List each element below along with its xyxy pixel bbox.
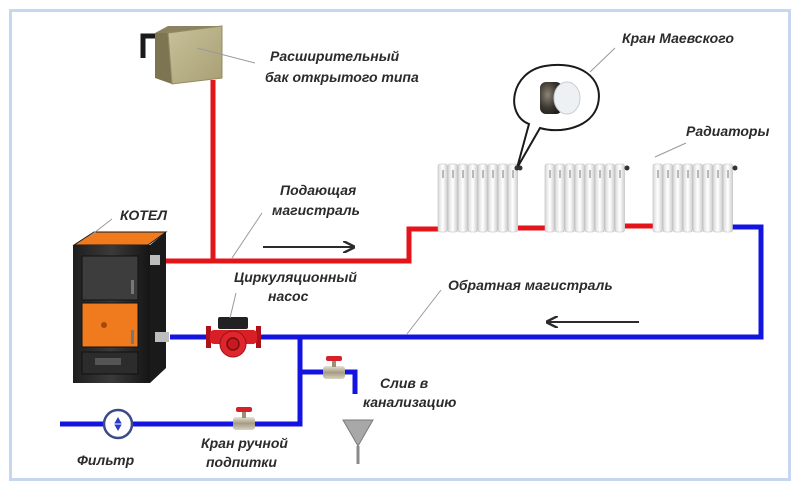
leader-lines [89,47,687,335]
radiator-section [614,163,625,233]
leader-pump [229,292,237,319]
radiator-2 [544,163,630,233]
makeup-pipe [60,337,303,427]
radiator-section [564,163,575,233]
drain-pipe [300,369,358,394]
pump-terminal-box [218,317,248,329]
radiator-section [652,163,663,233]
mayevsky-valve-cap [553,81,581,115]
leader-mayevsky [589,47,616,73]
radiator-section [554,163,565,233]
return-main-pipe [170,224,764,340]
makeup-valve [233,407,255,430]
boiler-door-handle-2 [131,330,134,344]
radiator-section [457,163,468,233]
tank-side [155,33,172,84]
drain-valve-body [323,366,345,379]
air-vent-plug [732,165,738,171]
supply-main-pipe [160,226,440,264]
callout-bubble [513,63,600,169]
radiator-section [467,163,478,233]
radiator-section [447,163,458,233]
label-expansion-tank-1: Расширительный [270,48,400,64]
drain-valve [323,356,345,379]
label-drain-1: Слив в [380,375,429,391]
drain-funnel [342,419,374,464]
label-drain-2: канализацию [363,394,456,410]
boiler-middle-door [81,302,139,348]
radiator-1 [437,163,523,233]
air-vent-plug [624,165,630,171]
label-supply-2: магистраль [272,202,360,218]
tank-vent-pipe [140,33,155,58]
makeup-valve-stem [242,411,246,418]
funnel-cone [342,419,374,448]
boiler-door-handle-1 [131,280,134,294]
pump-motor-cap [226,337,240,351]
label-pump-1: Циркуляционный [234,269,357,285]
radiators [437,163,738,233]
leader-tank [196,47,256,64]
radiator-section [437,163,448,233]
radiator-section [507,163,518,233]
mayevsky-callout [513,63,600,171]
label-expansion-tank-2: бак открытого типа [265,69,419,85]
label-filter: Фильтр [77,452,135,468]
circulation-pump [206,317,261,358]
radiator-section [477,163,488,233]
radiator-section [544,163,555,233]
radiator-section [574,163,585,233]
label-makeup-2: подпитки [206,454,277,470]
leader-radiators [654,142,687,158]
radiator-section [604,163,615,233]
boiler-supply-outlet [150,255,160,265]
label-supply-1: Подающая [280,182,356,198]
label-mayevsky-valve: Кран Маевского [622,30,734,46]
boiler [72,231,169,383]
expansion-tank [140,25,223,85]
radiator-section [487,163,498,233]
drain-valve-stem [332,360,336,367]
label-boiler: КОТЕЛ [120,207,167,223]
mayevsky-valve-dot [514,165,520,171]
boiler-side [150,232,166,383]
makeup-valve-handle [236,407,252,412]
leader-boiler [89,218,113,237]
label-makeup-1: Кран ручной [201,435,288,451]
boiler-logo [101,322,107,328]
radiator-section [584,163,595,233]
boiler-ash-handle [95,358,121,365]
filter [102,408,134,440]
radiator-section [712,163,723,233]
radiator-section [682,163,693,233]
pump-flange-left [206,326,211,348]
pump-flange-right [256,326,261,348]
label-pump-2: насос [268,288,309,304]
radiator-3 [652,163,738,233]
leader-return [406,289,442,335]
radiator-section [497,163,508,233]
radiator-section [662,163,673,233]
boiler-return-inlet [155,332,169,342]
radiator-section [702,163,713,233]
tank-front [167,25,223,85]
label-return: Обратная магистраль [448,277,613,293]
radiator-section [692,163,703,233]
leader-supply [231,212,263,259]
boiler-upper-door [81,255,139,301]
return-pipes [60,224,764,427]
drain-valve-handle [326,356,342,361]
radiator-section [594,163,605,233]
makeup-valve-body [233,417,255,430]
label-radiators: Радиаторы [686,123,769,139]
radiator-section [722,163,733,233]
radiator-section [672,163,683,233]
supply-pipes [160,80,654,264]
boiler-top [72,231,168,246]
